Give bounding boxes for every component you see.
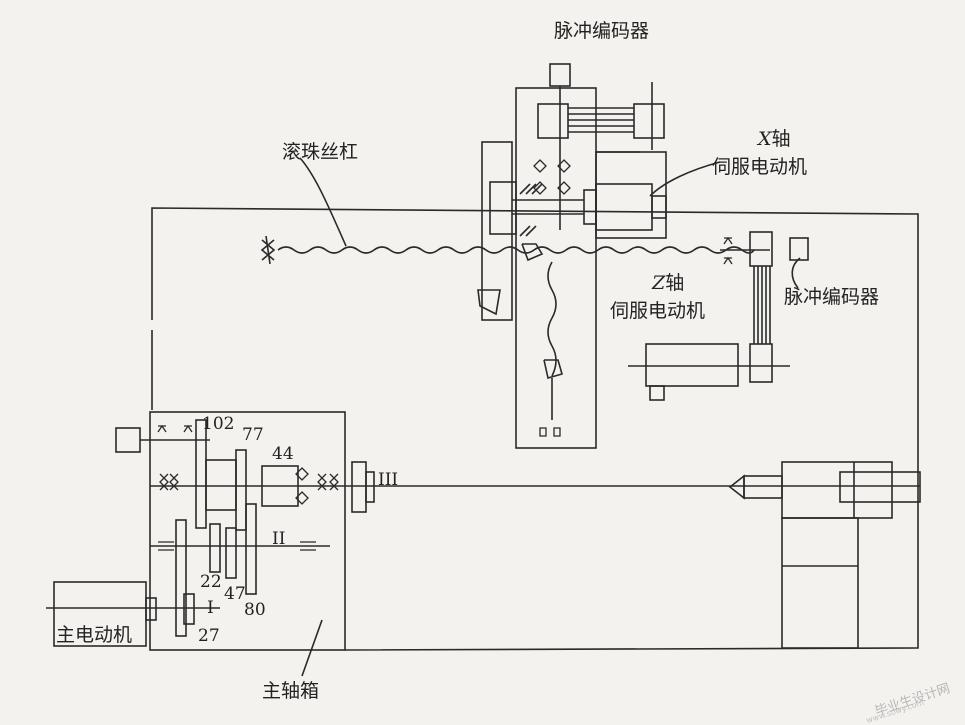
ball-screw-leader: [299, 157, 347, 247]
x-belt-pulley-right: [633, 103, 665, 139]
top-pulse-encoder: [549, 63, 571, 87]
gear-22: [209, 523, 221, 573]
gear-80-label: 80: [244, 600, 266, 620]
gear-shaft-I: [175, 519, 187, 637]
gear-47-label: 47: [224, 584, 246, 604]
x-belt-pulley-left: [537, 103, 569, 139]
x-motor-nut: [583, 189, 597, 225]
x-motor-end: [651, 195, 667, 219]
machine-frame: [151, 207, 919, 651]
z-axis-servo-motor: [645, 343, 739, 387]
z-motor-foot: [649, 385, 665, 401]
z-lower-pulley: [749, 343, 773, 383]
ball-screw: [277, 246, 755, 254]
tailstock-center: [728, 474, 745, 500]
pulse-encoder-right-label: 脉冲编码器: [784, 286, 880, 308]
main-motor-coupling: [145, 597, 157, 621]
cutting-tool: [477, 289, 501, 316]
tool-post-block: [489, 181, 517, 235]
gear-77: [235, 449, 247, 531]
bearing-symbol-6: [539, 427, 561, 437]
gear-102: [195, 419, 207, 529]
carriage-cable-clamp: [543, 359, 563, 380]
bearing-symbol-4: [158, 541, 316, 551]
spindle-encoder: [115, 427, 141, 453]
hatch-3: [531, 183, 543, 195]
ball-screw-label: 滚珠丝杠: [282, 141, 359, 163]
z-upper-pulley: [749, 231, 773, 267]
gear-102-label: 102: [202, 414, 235, 434]
gear-27: [183, 593, 195, 625]
tailstock-base: [781, 517, 859, 649]
spindle-box-leader: [301, 619, 323, 677]
gear-47: [225, 527, 237, 579]
z-axis-letter: Z: [652, 272, 666, 294]
gear-27-label: 27: [198, 626, 220, 646]
bearing-symbol-7: [533, 159, 571, 195]
tool-post: [481, 141, 513, 321]
carriage: [515, 87, 597, 449]
tailstock-top: [781, 461, 893, 519]
spindle-flange: [351, 461, 367, 513]
shaft-II-label: II: [272, 529, 286, 549]
gear-hub: [205, 459, 237, 511]
right-pulse-encoder: [789, 237, 809, 261]
shaft-I-label: I: [207, 598, 214, 618]
x-motor-mount: [595, 151, 667, 239]
bearing-symbol-8: [295, 467, 309, 505]
z-axis-motor-label-line1: Z轴: [652, 268, 684, 295]
bearing-symbol-5: [723, 236, 733, 265]
x-motor-leader: [649, 161, 721, 197]
x-axis-letter: X: [758, 128, 772, 150]
gear-80: [245, 503, 257, 595]
x-axis-motor-label-line2: 伺服电动机: [712, 156, 808, 178]
shaft-III-label: III: [378, 470, 399, 490]
hatch-4: [519, 225, 531, 237]
gear-44-label: 44: [272, 444, 294, 464]
carriage-nut: [521, 243, 544, 262]
carriage-cable: [547, 261, 557, 377]
x-axis-motor-label-line1: X轴: [758, 124, 791, 151]
spindle-nose: [365, 471, 375, 503]
spindle-box: [149, 411, 346, 651]
gear-77-label: 77: [242, 425, 264, 445]
x-axis-servo-motor: [595, 183, 653, 231]
ball-screw-left-bearing: [260, 235, 276, 265]
hatch-1: [519, 183, 531, 195]
z-axis-motor-label-line2: 伺服电动机: [610, 300, 706, 322]
bearing-symbol-3: [317, 473, 339, 491]
gear-22-label: 22: [200, 572, 222, 592]
main-motor-label: 主电动机: [56, 624, 133, 646]
tailstock-sleeve: [839, 471, 921, 503]
tailstock-quill: [743, 475, 783, 499]
spindle-box-label: 主轴箱: [262, 680, 320, 702]
x-axis-suffix: 轴: [771, 128, 791, 150]
hatch-5: [525, 225, 537, 237]
hatch-2: [525, 183, 537, 195]
pulse-encoder-top-label: 脉冲编码器: [554, 20, 650, 42]
z-axis-suffix: 轴: [665, 272, 685, 294]
gear-44: [261, 465, 299, 507]
bearing-symbol-2: [159, 473, 179, 491]
bearing-symbol-1: [157, 424, 193, 433]
